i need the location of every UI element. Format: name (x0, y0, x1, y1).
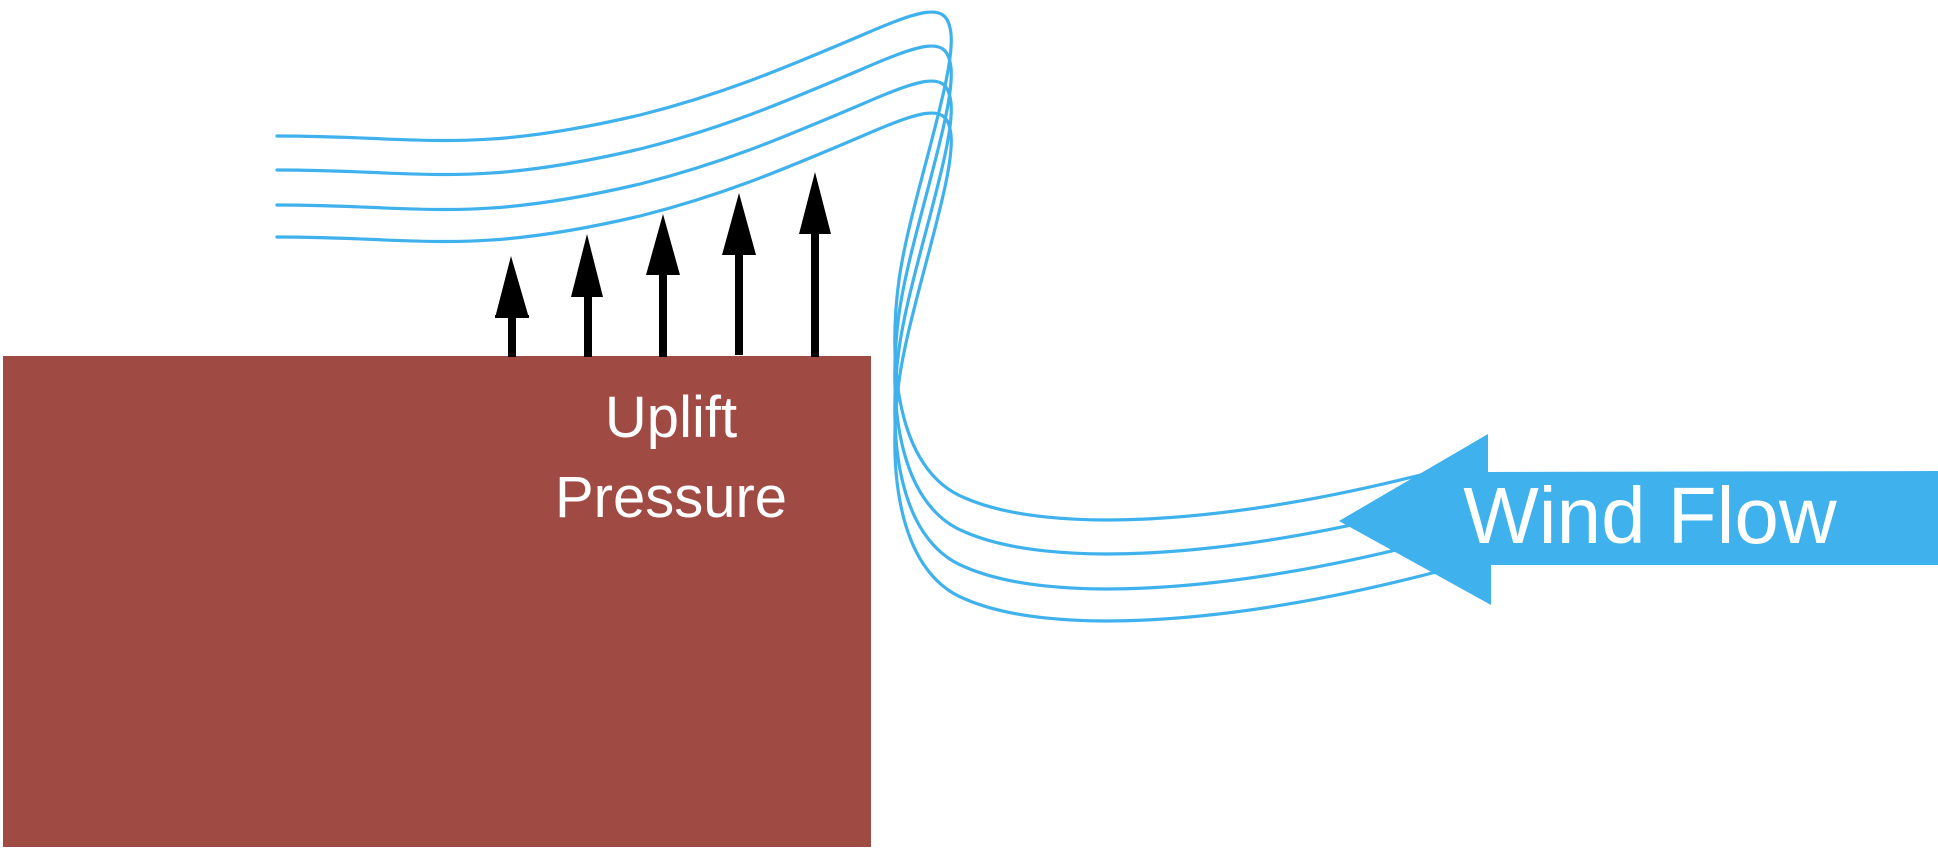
uplift-arrow-2 (571, 234, 603, 357)
streamline-4 (275, 111, 1442, 623)
wind-flow-label: Wind Flow (1463, 471, 1837, 560)
uplift-arrows-group (495, 172, 831, 357)
streamline-1 (275, 10, 1442, 522)
uplift-arrow-4 (722, 193, 756, 355)
uplift-pressure-label-line-1: Uplift (605, 385, 737, 450)
building-block (3, 356, 871, 847)
wind-streamlines-group (275, 10, 1442, 623)
streamline-3 (275, 79, 1442, 591)
uplift-arrow-1 (495, 256, 529, 357)
uplift-arrow-3 (646, 214, 680, 357)
uplift-pressure-label-line-2: Pressure (555, 465, 787, 530)
streamline-2 (275, 44, 1442, 556)
wind-flow-arrow (1339, 434, 1938, 605)
uplift-arrow-5 (799, 172, 831, 357)
